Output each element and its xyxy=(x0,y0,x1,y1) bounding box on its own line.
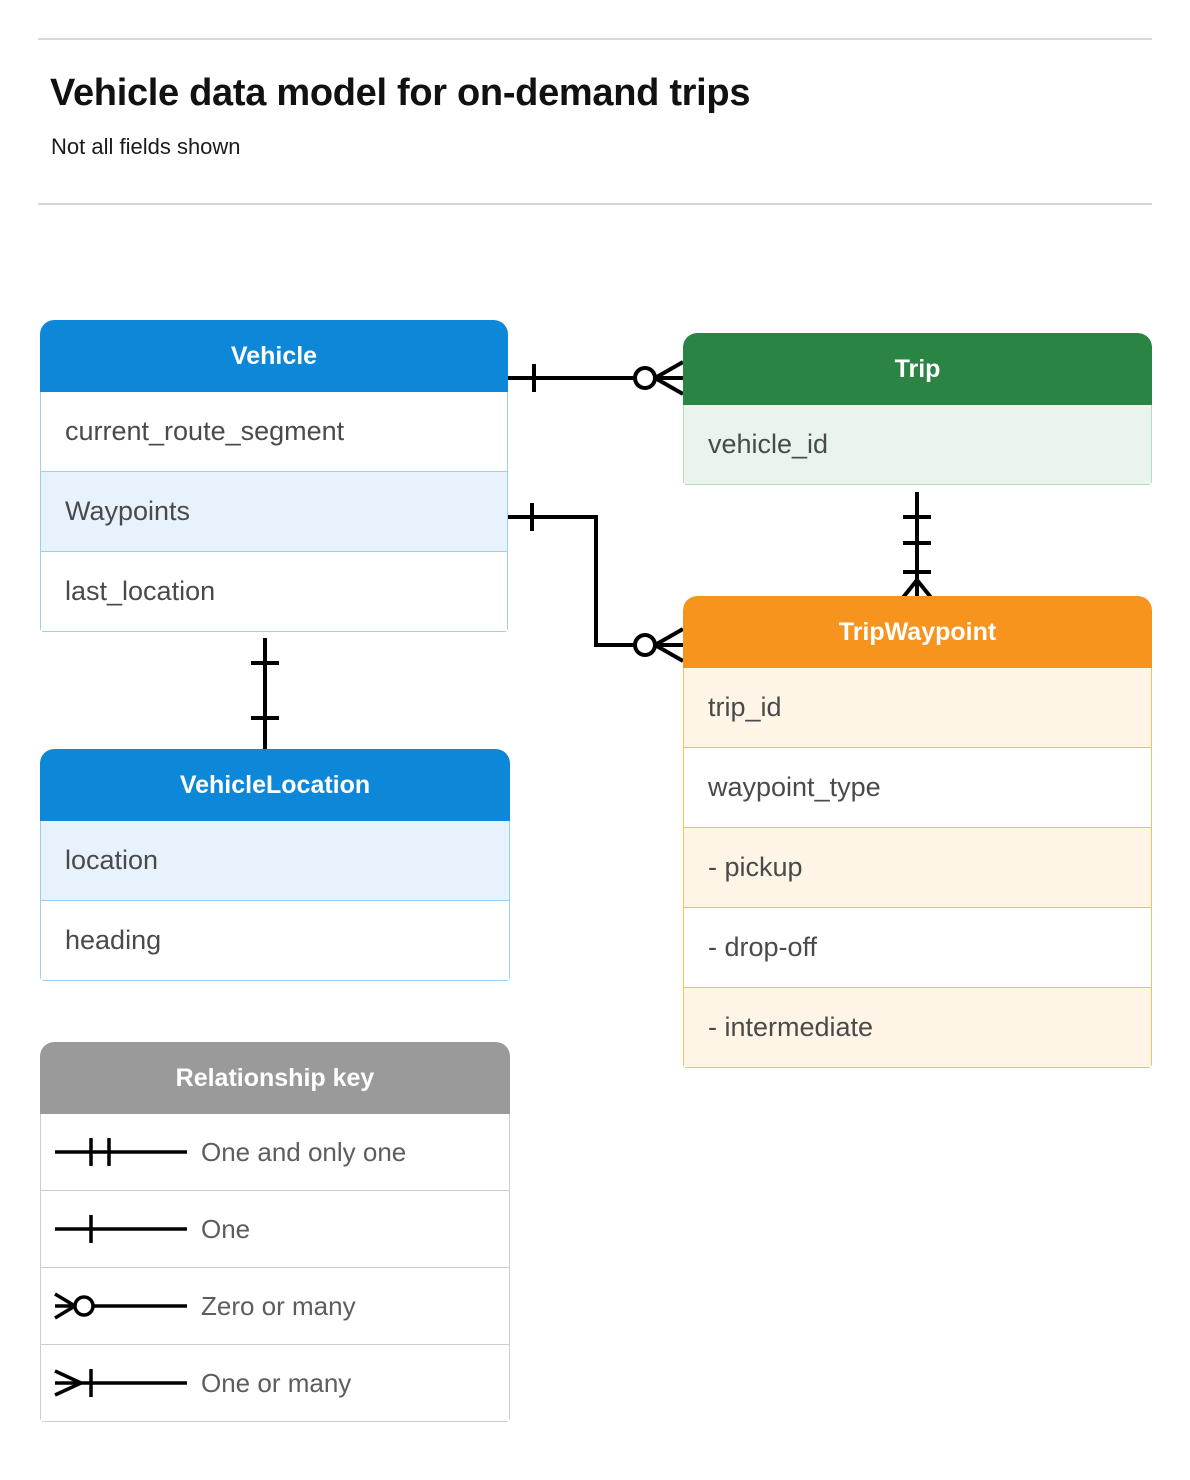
legend-label-one: One xyxy=(201,1213,251,1244)
entity-vehiclelocation-field-location[interactable]: location xyxy=(40,821,510,901)
entity-tripwaypoint-field-waypoint-type[interactable]: waypoint_type xyxy=(683,748,1152,828)
legend-item-one: One xyxy=(40,1191,510,1268)
legend-title: Relationship key xyxy=(40,1042,510,1114)
entity-vehicle[interactable]: Vehicle current_route_segment Waypoints … xyxy=(40,320,508,632)
entity-trip-field-vehicle-id[interactable]: vehicle_id xyxy=(683,405,1152,485)
one-icon xyxy=(41,1209,201,1249)
connector-waypoints-tripwaypoint xyxy=(508,503,684,663)
zero-or-many-icon xyxy=(41,1286,201,1326)
connector-vehicle-vehiclelocation xyxy=(251,638,279,749)
entity-tripwaypoint-field-trip-id[interactable]: trip_id xyxy=(683,668,1152,748)
legend-label-one-and-only-one: One and only one xyxy=(201,1136,407,1167)
entity-tripwaypoint[interactable]: TripWaypoint trip_id waypoint_type - pic… xyxy=(683,596,1152,1068)
relationship-key-legend: Relationship key One and only one xyxy=(40,1042,510,1422)
entity-trip[interactable]: Trip vehicle_id xyxy=(683,333,1152,485)
entity-vehicle-field-current-route-segment[interactable]: current_route_segment xyxy=(40,392,508,472)
header-divider-bottom xyxy=(38,203,1152,205)
one-and-only-one-icon xyxy=(41,1132,201,1172)
entity-vehicle-field-waypoints[interactable]: Waypoints xyxy=(40,472,508,552)
header-divider-top xyxy=(38,38,1152,40)
legend-item-one-or-many: One or many xyxy=(40,1345,510,1422)
legend-label-zero-or-many: Zero or many xyxy=(201,1290,356,1321)
entity-tripwaypoint-value-drop-off[interactable]: - drop-off xyxy=(683,908,1152,988)
entity-tripwaypoint-value-intermediate[interactable]: - intermediate xyxy=(683,988,1152,1068)
legend-item-one-and-only-one: One and only one xyxy=(40,1114,510,1191)
entity-vehicle-field-last-location[interactable]: last_location xyxy=(40,552,508,632)
page-title: Vehicle data model for on-demand trips xyxy=(50,72,751,114)
entity-vehiclelocation[interactable]: VehicleLocation location heading xyxy=(40,749,510,981)
page-subtitle: Not all fields shown xyxy=(51,134,241,159)
entity-tripwaypoint-title: TripWaypoint xyxy=(683,596,1152,668)
entity-vehicle-title: Vehicle xyxy=(40,320,508,392)
legend-label-one-or-many: One or many xyxy=(201,1367,352,1398)
entity-trip-title: Trip xyxy=(683,333,1152,405)
connector-trip-tripwaypoint xyxy=(899,492,935,602)
legend-item-zero-or-many: Zero or many xyxy=(40,1268,510,1345)
entity-vehiclelocation-field-heading[interactable]: heading xyxy=(40,901,510,981)
connector-vehicle-trip xyxy=(508,360,684,396)
entity-vehiclelocation-title: VehicleLocation xyxy=(40,749,510,821)
entity-tripwaypoint-value-pickup[interactable]: - pickup xyxy=(683,828,1152,908)
one-or-many-icon xyxy=(41,1363,201,1403)
